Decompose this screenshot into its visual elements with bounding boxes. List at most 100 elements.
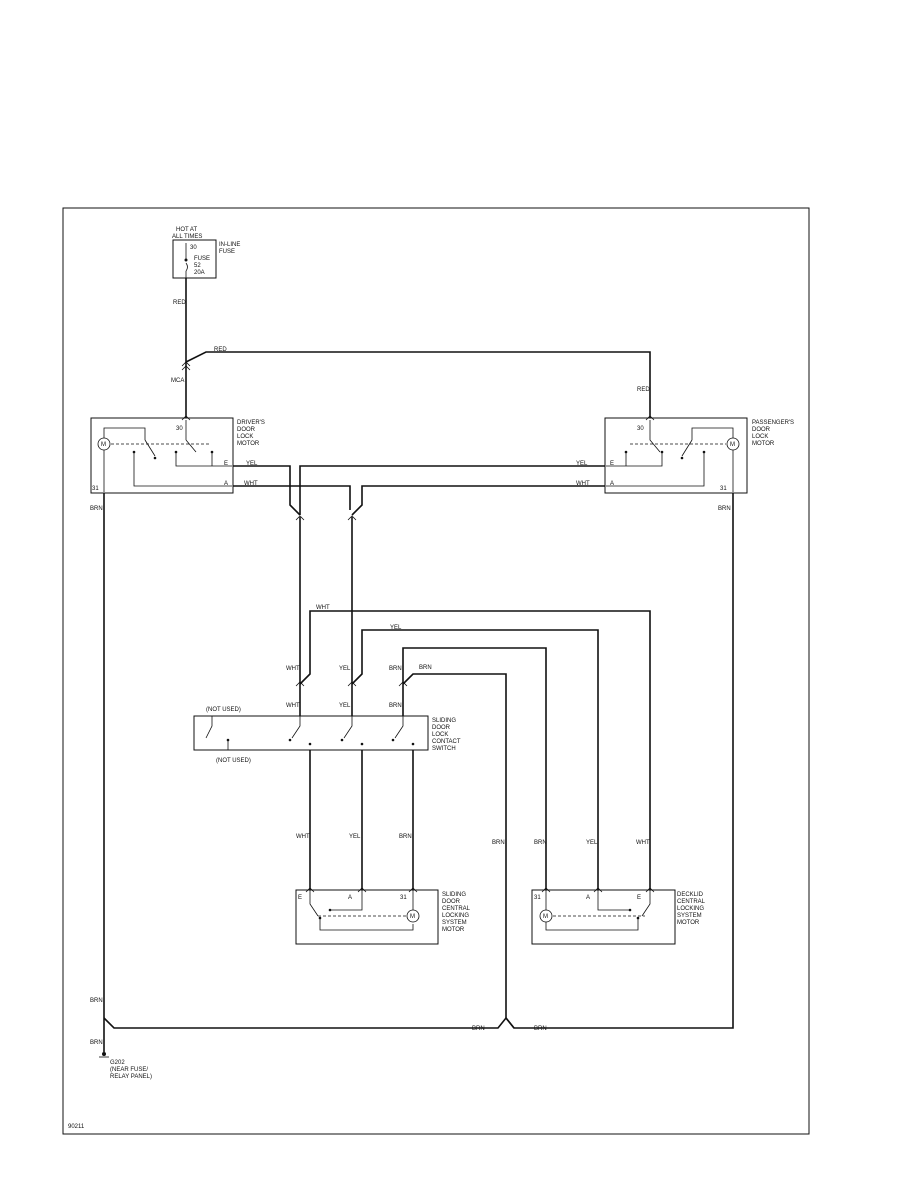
- svg-text:CENTRAL: CENTRAL: [442, 906, 471, 912]
- svg-text:BRN: BRN: [90, 506, 103, 512]
- svg-text:YEL: YEL: [390, 625, 402, 631]
- svg-text:BRN: BRN: [492, 840, 505, 846]
- svg-text:BRN: BRN: [472, 1026, 485, 1032]
- fuse-element-icon: [185, 262, 188, 272]
- svg-text:A: A: [348, 895, 352, 901]
- svg-text:LOCKING: LOCKING: [442, 913, 469, 919]
- svg-text:LOCK: LOCK: [752, 434, 768, 440]
- svg-text:CONTACT: CONTACT: [432, 739, 461, 745]
- not-used-top: (NOT USED): [206, 707, 241, 713]
- svg-text:WHT: WHT: [316, 605, 330, 611]
- svg-text:DOOR: DOOR: [237, 427, 256, 433]
- svg-text:BRN: BRN: [389, 703, 402, 709]
- wht-wire-driver: [233, 485, 351, 510]
- svg-text:BRN: BRN: [534, 1026, 547, 1032]
- ground-icon: [102, 1052, 106, 1056]
- svg-text:MOTOR: MOTOR: [442, 927, 465, 933]
- wire-label-red: RED: [173, 300, 186, 306]
- brn-ground-bus: [103, 493, 734, 1029]
- drivers-door-lock-motor: 30 31 E A M DRIVER'S DOOR LOCK MOTOR: [90, 417, 265, 494]
- all-times-label: ALL TIMES: [172, 234, 202, 240]
- svg-text:SYSTEM: SYSTEM: [442, 920, 467, 926]
- svg-text:31: 31: [400, 895, 407, 901]
- not-used-bottom: (NOT USED): [216, 758, 251, 764]
- fuse-terminal-label: 30: [190, 245, 197, 251]
- inline-label: IN-LINE: [219, 242, 240, 248]
- svg-text:PASSENGER'S: PASSENGER'S: [752, 420, 794, 426]
- svg-text:DRIVER'S: DRIVER'S: [237, 420, 265, 426]
- svg-text:YEL: YEL: [339, 703, 351, 709]
- svg-text:CENTRAL: CENTRAL: [677, 899, 706, 905]
- svg-text:DOOR: DOOR: [752, 427, 771, 433]
- svg-text:MOTOR: MOTOR: [752, 441, 775, 447]
- svg-text:(NEAR FUSE/: (NEAR FUSE/: [110, 1067, 148, 1073]
- red-to-passenger-wire: [185, 351, 651, 418]
- inline-fuse-label: FUSE: [219, 249, 235, 255]
- inline-fuse: HOT AT ALL TIMES 30 FUSE 52 20A IN-LINE …: [172, 227, 240, 279]
- svg-text:31: 31: [720, 486, 727, 492]
- svg-text:SLIDING: SLIDING: [442, 892, 466, 898]
- svg-text:30: 30: [176, 426, 183, 432]
- wht-to-decklid-wire: [299, 610, 651, 890]
- svg-text:31: 31: [534, 895, 541, 901]
- svg-text:BRN: BRN: [399, 834, 412, 840]
- sliding-door-central-locking-motor: E A 31 M SLIDING DOOR CENTRAL LOCKING SY…: [295, 889, 471, 945]
- svg-text:E: E: [224, 461, 228, 467]
- wire-label-red-passenger: RED: [637, 387, 650, 393]
- wire-label-red-top: RED: [214, 347, 227, 353]
- svg-text:DOOR: DOOR: [442, 899, 461, 905]
- svg-text:BRN: BRN: [90, 998, 103, 1004]
- passengers-door-lock-motor: 30 31 E A M PASSENGER'S DOOR LOCK MOTOR: [604, 417, 794, 494]
- brn-to-decklid-wire: [402, 647, 547, 890]
- svg-text:MOTOR: MOTOR: [677, 920, 700, 926]
- svg-text:MOTOR: MOTOR: [237, 441, 260, 447]
- hot-at-label: HOT AT: [176, 227, 197, 233]
- svg-text:E: E: [610, 461, 614, 467]
- wire-label-wht: WHT: [244, 481, 258, 487]
- svg-text:WHT: WHT: [576, 481, 590, 487]
- svg-text:M: M: [543, 914, 548, 920]
- fuse-label: FUSE: [194, 256, 210, 262]
- brn-ground-wire: [402, 673, 515, 1029]
- wht-wire-passenger: [351, 485, 605, 516]
- svg-text:YEL: YEL: [586, 840, 598, 846]
- fuse-rating: 20A: [194, 270, 205, 276]
- svg-text:A: A: [586, 895, 590, 901]
- svg-text:M: M: [410, 914, 415, 920]
- svg-text:YEL: YEL: [576, 461, 588, 467]
- svg-text:BRN: BRN: [534, 840, 547, 846]
- svg-text:DECKLID: DECKLID: [677, 892, 704, 898]
- ground-g202: G202 (NEAR FUSE/ RELAY PANEL): [99, 1052, 152, 1080]
- svg-text:LOCK: LOCK: [432, 732, 448, 738]
- svg-text:E: E: [637, 895, 641, 901]
- svg-text:M: M: [101, 442, 106, 448]
- connector-label-mca: MCA: [171, 378, 184, 384]
- svg-text:WHT: WHT: [286, 703, 300, 709]
- svg-text:YEL: YEL: [349, 834, 361, 840]
- svg-text:BRN: BRN: [718, 506, 731, 512]
- yel-wire-driver: [233, 465, 301, 516]
- svg-text:DOOR: DOOR: [432, 725, 451, 731]
- svg-text:LOCK: LOCK: [237, 434, 253, 440]
- svg-text:WHT: WHT: [296, 834, 310, 840]
- svg-text:G202: G202: [110, 1060, 125, 1066]
- svg-text:M: M: [730, 442, 735, 448]
- svg-text:WHT: WHT: [636, 840, 650, 846]
- svg-text:SLIDING: SLIDING: [432, 718, 456, 724]
- svg-text:A: A: [610, 481, 614, 487]
- svg-text:SYSTEM: SYSTEM: [677, 913, 702, 919]
- yel-wire-passenger: [299, 465, 605, 515]
- svg-text:BRN: BRN: [419, 665, 432, 671]
- svg-text:E: E: [298, 895, 302, 901]
- svg-text:BRN: BRN: [389, 666, 402, 672]
- svg-text:31: 31: [92, 486, 99, 492]
- svg-text:RELAY PANEL): RELAY PANEL): [110, 1074, 152, 1080]
- svg-text:30: 30: [637, 426, 644, 432]
- svg-text:YEL: YEL: [339, 666, 351, 672]
- diagram-frame: [62, 207, 810, 1135]
- svg-text:SWITCH: SWITCH: [432, 746, 456, 752]
- sliding-door-lock-contact-switch: SLIDING DOOR LOCK CONTACT SWITCH (NOT US…: [193, 707, 461, 764]
- svg-text:A: A: [224, 481, 228, 487]
- wire-label-yel: YEL: [246, 461, 258, 467]
